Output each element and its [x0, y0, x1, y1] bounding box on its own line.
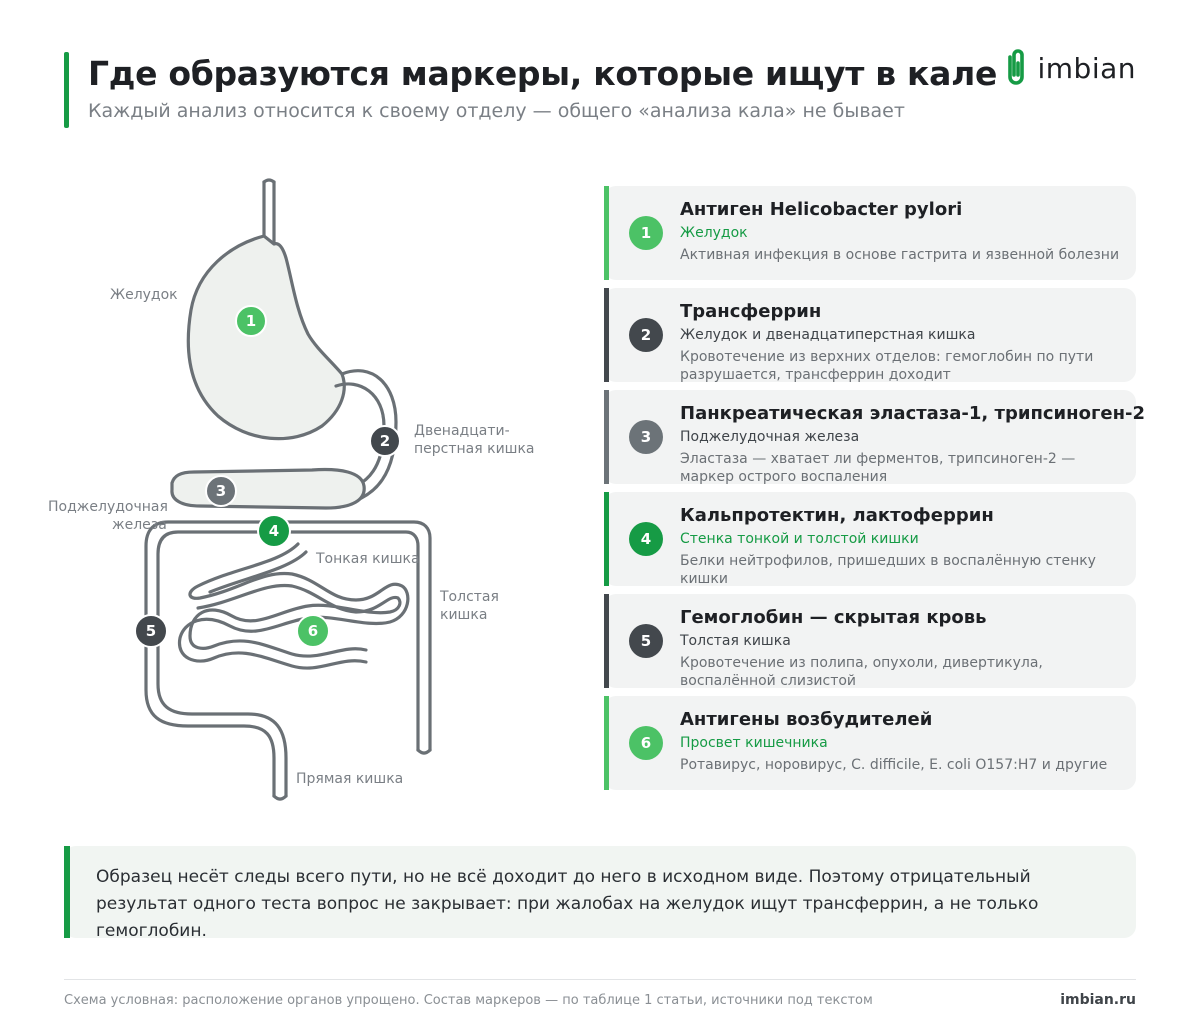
label-duodenum-1: Двенадцати-: [414, 423, 510, 439]
card-location: Просвет кишечника: [680, 735, 828, 751]
pancreas: [170, 467, 366, 510]
card-title: Панкреатическая эластаза-1, трипсиноген-…: [680, 403, 1146, 424]
card-accent-bar: [604, 390, 609, 484]
label-large-intestine-2: кишка: [440, 607, 488, 623]
marker-card-5[interactable]: 5 Гемоглобин — скрытая кровь Толстая киш…: [604, 594, 1136, 689]
card-location: Желудок и двенадцатиперстная кишка: [680, 327, 976, 343]
marker-card-3[interactable]: 3 Панкреатическая эластаза-1, трипсиноге…: [604, 390, 1145, 485]
card-description: Кровотечение из верхних отделов: гемогло…: [680, 349, 1094, 383]
note-accent-bar: [64, 846, 70, 938]
diagram-marker-4[interactable]: 4: [257, 514, 291, 548]
digestive-tract-svg: [144, 178, 432, 801]
footer-disclaimer: Схема условная: расположение органов упр…: [64, 993, 873, 1008]
paperclip-logo-icon: [1008, 49, 1025, 85]
digestive-tract-diagram: Желудок Двенадцати- перстная кишка Подже…: [30, 170, 590, 820]
card-description: Кровотечение из полипа, опухоли, диверти…: [680, 655, 1043, 689]
card-number-badge: 4: [629, 522, 663, 556]
page-title: Где образуются маркеры, которые ищут в к…: [88, 54, 998, 93]
card-accent-bar: [604, 492, 609, 586]
marker-card-4[interactable]: 4 Кальпротектин, лактоферрин Стенка тонк…: [604, 492, 1136, 587]
diagram-marker-5[interactable]: 5: [134, 614, 168, 648]
diagram-marker-2[interactable]: 2: [369, 425, 401, 457]
card-title: Антиген Helicobacter pylori: [680, 199, 963, 220]
small-intestine: [177, 542, 410, 670]
esophagus: [262, 180, 276, 246]
card-accent-bar: [604, 186, 609, 280]
card-title: Антигены возбудителей: [680, 709, 933, 730]
card-title: Трансферрин: [680, 301, 822, 322]
card-title: Гемоглобин — скрытая кровь: [680, 607, 987, 628]
card-number-badge: 2: [629, 318, 663, 352]
label-pancreas-1: Поджелудочная: [48, 499, 168, 515]
card-number-badge: 6: [629, 726, 663, 760]
card-location: Толстая кишка: [680, 633, 791, 649]
brand-logo[interactable]: imbian: [1003, 46, 1136, 90]
label-pancreas-2: железа: [112, 517, 167, 533]
card-description: Белки нейтрофилов, пришедших в воспалённ…: [680, 553, 1096, 587]
label-stomach: Желудок: [110, 287, 178, 303]
label-rectum: Прямая кишка: [296, 771, 404, 787]
card-title: Кальпротектин, лактоферрин: [680, 505, 994, 526]
label-small-intestine: Тонкая кишка: [316, 551, 420, 567]
card-location: Поджелудочная железа: [680, 429, 860, 445]
card-accent-bar: [604, 288, 609, 382]
footer-divider: [64, 979, 1136, 980]
large-intestine: [144, 520, 276, 798]
diagram-marker-3[interactable]: 3: [205, 475, 237, 507]
diagram-marker-1[interactable]: 1: [235, 305, 267, 337]
summary-note: Образец несёт следы всего пути, но не вс…: [64, 846, 1136, 941]
label-duodenum-2: перстная кишка: [414, 441, 535, 457]
marker-card-2[interactable]: 2 Трансферрин Желудок и двенадцатиперстн…: [604, 288, 1136, 383]
card-number-badge: 1: [629, 216, 663, 250]
label-large-intestine-1: Толстая: [440, 589, 499, 605]
page-subtitle: Каждый анализ относится к своему отделу …: [88, 100, 905, 122]
marker-card-1[interactable]: 1 Антиген Helicobacter pylori Желудок Ак…: [604, 186, 1136, 280]
card-location: Желудок: [680, 225, 748, 241]
card-accent-bar: [604, 696, 609, 790]
footer-site-link[interactable]: imbian.ru: [1060, 992, 1136, 1008]
note-text: Образец несёт следы всего пути, но не вс…: [96, 867, 1039, 941]
header: Где образуются маркеры, которые ищут в к…: [64, 52, 1136, 128]
card-description: Ротавирус, норовирус, C. difficile, E. c…: [680, 757, 1108, 773]
logo-text: imbian: [1037, 51, 1136, 85]
diagram-marker-6[interactable]: 6: [296, 614, 330, 648]
card-description: Активная инфекция в основе гастрита и яз…: [680, 247, 1120, 263]
card-accent-bar: [604, 594, 609, 688]
card-number-badge: 5: [629, 624, 663, 658]
card-number-badge: 3: [629, 420, 663, 454]
header-accent-bar: [64, 52, 69, 128]
stomach: [186, 234, 346, 441]
card-location: Стенка тонкой и толстой кишки: [680, 531, 919, 547]
marker-card-6[interactable]: 6 Антигены возбудителей Просвет кишечник…: [604, 696, 1136, 790]
card-description: Эластаза — хватает ли ферментов, трипсин…: [680, 451, 1076, 485]
